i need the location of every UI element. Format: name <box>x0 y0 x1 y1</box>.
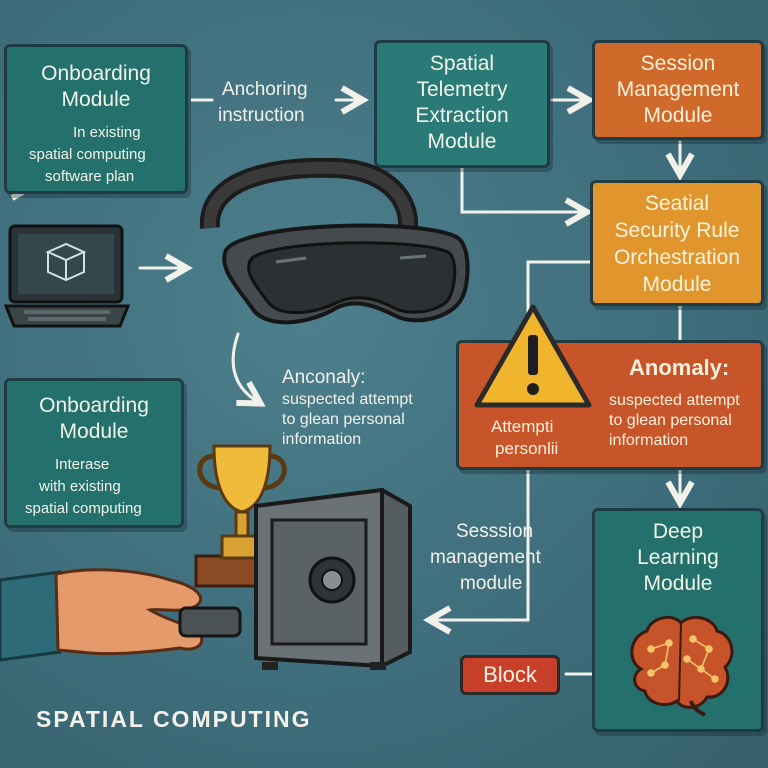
security-line4: Module <box>642 273 712 296</box>
anchoring-label-line1: Anchoring <box>222 79 308 100</box>
session-management-module: Session Management Module <box>592 40 764 140</box>
anomaly-box-left-line2: personlii <box>495 439 559 458</box>
onboarding-bottom-title-line2: Module <box>59 420 129 443</box>
anomaly-box-line1: suspected attempt <box>609 392 740 409</box>
arrow-headset-to-anomaly <box>231 332 258 402</box>
footer-title: SPATIAL COMPUTING <box>36 706 312 732</box>
anomaly-left-line1: suspected attempt <box>282 391 413 408</box>
brain-icon <box>630 615 734 717</box>
session-label-line3: module <box>460 573 523 594</box>
vr-headset-icon <box>199 158 470 325</box>
anomaly-left-line3: information <box>282 431 362 448</box>
onboarding-bottom-note-line1: Interase <box>55 456 110 473</box>
session-line2: Management <box>616 78 740 101</box>
telemetry-line2: Telemetry <box>416 78 508 101</box>
arrow-to-safe <box>432 468 530 620</box>
onboarding-bottom-title-line1: Onboarding <box>39 394 149 417</box>
onboarding-bottom-note-line3: spatial computing <box>25 500 142 517</box>
deep-line3: Module <box>643 572 713 595</box>
onboarding-bottom-note-line2: with existing <box>39 478 121 495</box>
session-line1: Session <box>640 52 716 75</box>
anomaly-box-line3: information <box>609 432 689 449</box>
deep-line1: Deep <box>652 520 704 543</box>
anchoring-label-line2: instruction <box>218 105 305 126</box>
onboarding-top-note-line2: spatial computing <box>29 146 146 163</box>
anomaly-left-title: Anconaly: <box>282 367 366 388</box>
session-label-line1: Sesssion <box>456 521 534 542</box>
telemetry-line1: Spatial <box>429 52 495 75</box>
onboarding-top-note-line3: software plan <box>45 168 135 185</box>
block-button[interactable]: Block <box>460 655 560 695</box>
onboarding-module-bottom: Onboarding Module Interase with existing… <box>4 378 184 528</box>
telemetry-line3: Extraction <box>415 104 509 127</box>
hand-icon <box>0 568 242 662</box>
laptop-icon <box>4 224 131 328</box>
security-line1: Seatial <box>644 192 710 215</box>
anomaly-box-left-line1: Attempti <box>491 417 554 436</box>
security-line3: Orchestration <box>613 246 741 269</box>
session-line3: Module <box>643 104 713 127</box>
onboarding-module-top: Onboarding Module In existing spatial co… <box>4 44 188 194</box>
spatial-telemetry-extraction-module: Spatial Telemetry Extraction Module <box>374 40 550 168</box>
arrow-telemetry-to-security <box>460 166 584 212</box>
anomaly-box-title: Anomaly: <box>629 355 730 380</box>
security-rule-orchestration-module: Seatial Security Rule Orchestration Modu… <box>590 180 764 306</box>
telemetry-line4: Module <box>427 130 497 153</box>
onboarding-top-note-line1: In existing <box>73 124 141 141</box>
deep-line2: Learning <box>637 546 719 569</box>
deep-learning-module: Deep Learning Module <box>592 508 764 732</box>
anomaly-left-line2: to glean personal <box>282 411 405 428</box>
session-label-line2: management <box>430 547 541 568</box>
onboarding-top-title-line2: Module <box>61 88 131 111</box>
warning-icon <box>474 304 592 408</box>
onboarding-top-title-line1: Onboarding <box>41 62 151 85</box>
anomaly-detection-box: Attempti personlii Anomaly: suspected at… <box>456 304 764 470</box>
security-line2: Security Rule <box>614 219 740 242</box>
safe-icon <box>254 487 412 670</box>
anomaly-box-line2: to glean personal <box>609 412 732 429</box>
